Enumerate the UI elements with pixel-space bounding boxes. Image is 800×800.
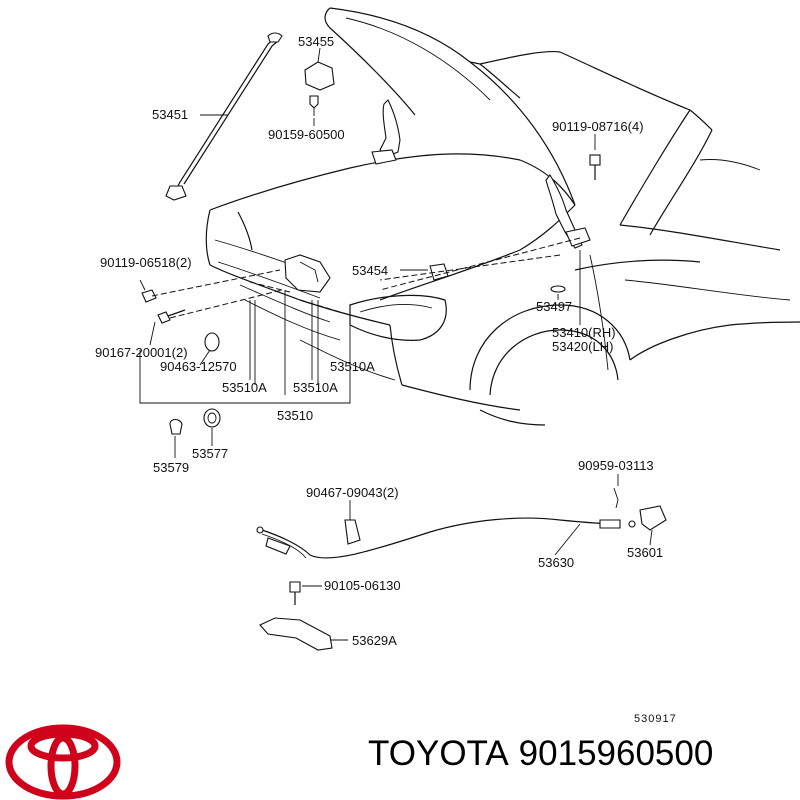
label-53601: 53601 <box>627 545 663 560</box>
label-53510a-middle: 53510A <box>293 380 338 395</box>
label-53629a: 53629A <box>352 633 397 648</box>
car-body-drawing <box>205 7 800 426</box>
label-90105-06130: 90105-06130 <box>324 578 401 593</box>
toyota-logo-icon <box>5 724 121 800</box>
label-53451: 53451 <box>152 107 188 122</box>
label-90119-08716: 90119-08716(4) <box>552 119 644 134</box>
part-number: 9015960500 <box>518 734 714 773</box>
label-90167-20001: 90167-20001(2) <box>95 345 188 360</box>
label-53577: 53577 <box>192 446 228 461</box>
label-53497: 53497 <box>536 299 572 314</box>
label-53510a-left: 53510A <box>222 380 267 395</box>
label-90467-09043: 90467-09043(2) <box>306 485 399 500</box>
label-53420: 53420(LH) <box>552 339 613 354</box>
toyota-logo-rings <box>5 724 121 800</box>
label-53630: 53630 <box>538 555 574 570</box>
label-90159-60500: 90159-60500 <box>268 127 345 142</box>
label-53510: 53510 <box>277 408 313 423</box>
part-labels: 53455 53451 90159-60500 90119-08716(4) 9… <box>95 34 677 725</box>
brand-name: TOYOTA <box>368 734 509 773</box>
leader-lines <box>139 47 653 641</box>
label-53510a-right: 53510A <box>330 359 375 374</box>
label-90463-12570: 90463-12570 <box>160 359 237 374</box>
drawing-code: 530917 <box>634 713 677 725</box>
label-90119-06518: 90119-06518(2) <box>100 255 192 270</box>
label-53579: 53579 <box>153 460 189 475</box>
label-53455: 53455 <box>298 34 334 49</box>
label-53410: 53410(RH) <box>552 325 616 340</box>
label-90959-03113: 90959-03113 <box>578 458 654 473</box>
parts-drawings <box>141 32 667 651</box>
label-53454: 53454 <box>352 263 388 278</box>
